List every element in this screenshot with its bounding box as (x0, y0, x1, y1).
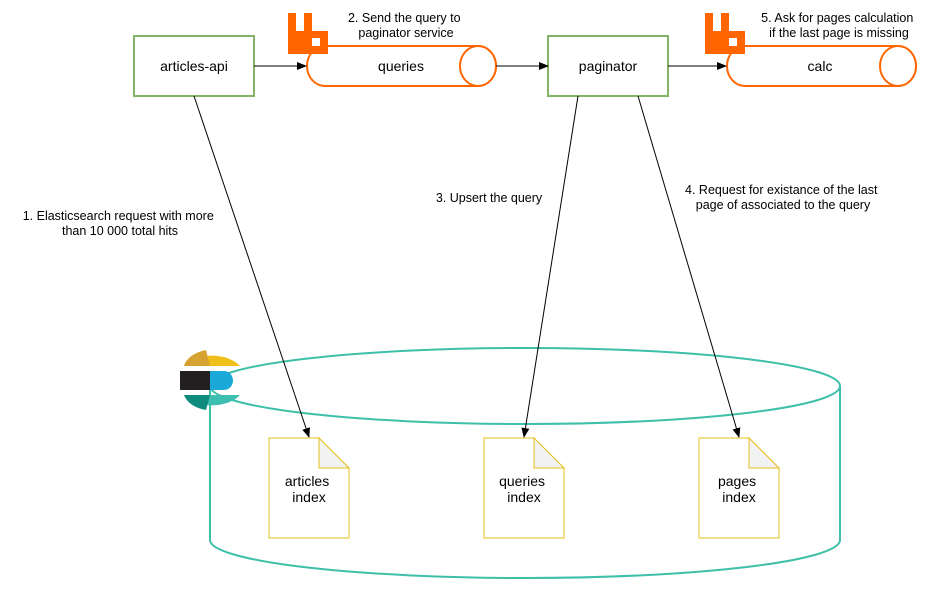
rabbitmq-icon (288, 13, 328, 54)
queries-queue-label: queries (378, 58, 424, 74)
pages-index-document: pages index (698, 436, 781, 539)
cylinder-top (209, 347, 841, 425)
arrow-paginator-to-pages-index (637, 95, 741, 438)
calc-queue: calc (726, 45, 917, 87)
queries-index-document: queries index (483, 436, 566, 539)
step-4-label: 4. Request for existance of the last pag… (685, 183, 881, 212)
queries-index-label: queries index (499, 473, 549, 505)
paginator-label: paginator (579, 58, 638, 74)
rabbitmq-icon (705, 13, 745, 54)
arrow-articles-api-to-articles-index (193, 95, 310, 438)
queries-queue: queries (306, 45, 497, 87)
calc-queue-label: calc (808, 58, 833, 74)
step-2-label: 2. Send the query to paginator service (348, 11, 464, 40)
articles-index-document: articles index (268, 436, 351, 539)
step-1-label: 1. Elasticsearch request with more than … (23, 209, 218, 238)
elasticsearch-icon (180, 350, 240, 410)
step-5-label: 5. Ask for pages calculation if the last… (761, 11, 917, 40)
arrow-paginator-to-queries-index (521, 95, 579, 438)
articles-api-service: articles-api (133, 35, 255, 97)
articles-index-label: articles index (285, 473, 333, 505)
step-3-label: 3. Upsert the query (436, 191, 543, 205)
paginator-service: paginator (547, 35, 669, 97)
pages-index-label: pages index (718, 473, 760, 505)
articles-api-label: articles-api (160, 58, 228, 74)
